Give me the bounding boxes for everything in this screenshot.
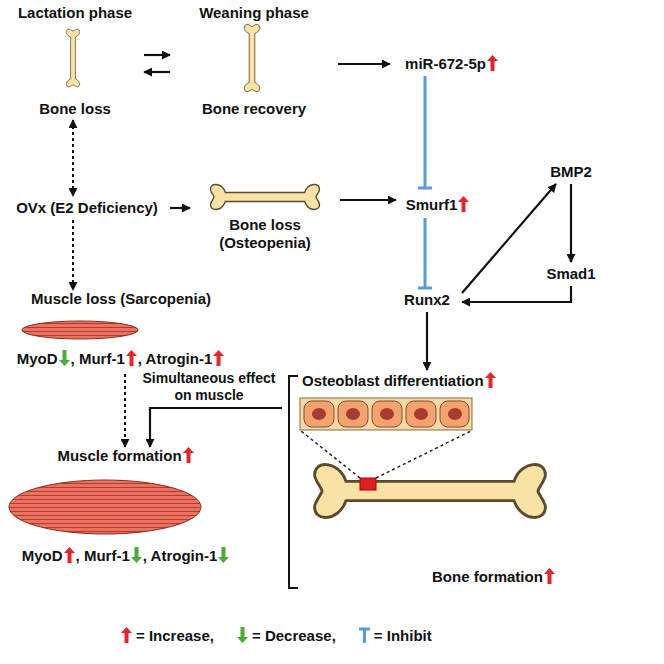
text-node: Muscle formationMyoD , Murf-1 , Atrogin-1 <box>2 447 250 569</box>
node-text: , Murf-1 <box>76 547 130 564</box>
zoom-lines <box>301 431 471 478</box>
dotted-arrow <box>72 120 74 196</box>
arrow-connector <box>570 184 572 262</box>
bracket <box>289 376 298 588</box>
node-text: Bone formation <box>432 568 543 585</box>
legend-item: = Decrease, <box>236 626 336 646</box>
text-node: miR-672-5p <box>390 52 514 76</box>
text-row: miR-672-5p <box>390 55 514 73</box>
arrow-connector <box>144 54 170 56</box>
legend-item: = Inhibit <box>358 626 432 646</box>
text-row: Smad1 <box>538 265 604 283</box>
text-node: Lactation phaseBone loss <box>6 4 144 120</box>
inhibit-connector <box>424 218 427 288</box>
node-text: Weaning phase <box>199 4 309 21</box>
node-text: Bone loss (Osteopenia) <box>219 216 311 251</box>
node-text: , Atrogin-1 <box>143 547 217 564</box>
inhibit-connector <box>424 76 427 188</box>
node-text: Lactation phase <box>18 4 132 21</box>
node-text: MyoD <box>17 350 58 367</box>
decrease-arrow <box>237 627 248 643</box>
text-row: MyoD , Murf-1 , Atrogin-1 <box>2 547 250 565</box>
node-text: , Murf-1 <box>71 350 125 367</box>
text-row: Smurf1 <box>396 196 480 214</box>
arrow-connector <box>426 312 428 370</box>
text-node: Muscle loss (Sarcopenia) MyoD , Murf-1 , At… <box>2 290 240 374</box>
text-node: Bone loss (Osteopenia) <box>190 176 340 252</box>
text-row: Osteoblast differentiation <box>302 372 497 390</box>
text-row: Muscle formation <box>2 447 250 465</box>
node-text: Bone loss <box>39 100 111 117</box>
increase-arrow <box>126 350 137 366</box>
text-node: Weaning phaseBone recovery <box>170 4 338 120</box>
arrow-connector <box>144 71 170 73</box>
arrow-connector <box>462 184 556 293</box>
increase-arrow <box>458 196 469 212</box>
legend-text: = Decrease, <box>252 627 336 644</box>
legend-text: = Increase, <box>136 627 214 644</box>
edge-label: Simultaneous effect on muscle <box>136 370 282 404</box>
node-text: Bone recovery <box>202 100 306 117</box>
node-text: miR-672-5p <box>405 55 486 72</box>
arrow-connector <box>338 63 390 65</box>
increase-arrow <box>213 350 224 366</box>
text-row: Bone formation <box>432 568 556 586</box>
bone-icon <box>66 29 79 87</box>
node-text: Smurf1 <box>406 196 458 213</box>
text-node: Osteoblast differentiationBone formation <box>282 370 660 592</box>
node-text: MyoD <box>22 547 63 564</box>
node-text: , Atrogin-1 <box>138 350 212 367</box>
text-row: Muscle loss (Sarcopenia) <box>2 290 240 308</box>
increase-arrow <box>487 55 498 71</box>
arrow-connector <box>462 286 571 302</box>
legend: = Increase, = Decrease, = Inhibit <box>120 626 454 646</box>
text-row: Lactation phase <box>6 4 144 22</box>
osteoblast-cells <box>300 398 472 430</box>
node-text: Runx2 <box>404 291 450 308</box>
text-row: Runx2 <box>392 291 462 309</box>
legend-text: = Inhibit <box>374 627 432 644</box>
node-text: Smad1 <box>546 265 595 282</box>
text-node: Smad1 <box>538 262 604 286</box>
node-text: BMP2 <box>550 163 592 180</box>
arrow-connector <box>150 408 282 447</box>
text-node: Smurf1 <box>396 188 480 218</box>
increase-arrow <box>183 447 194 463</box>
decrease-arrow <box>218 547 229 563</box>
increase-arrow <box>64 547 75 563</box>
increase-arrow <box>544 568 555 584</box>
decrease-arrow <box>131 547 142 563</box>
muscle-icon <box>22 321 138 339</box>
arrow-connector <box>170 207 190 209</box>
node-text: Muscle loss (Sarcopenia) <box>31 290 211 307</box>
text-row: Bone loss <box>6 100 144 118</box>
increase-arrow <box>121 627 132 643</box>
legend-item: = Increase, <box>120 626 214 646</box>
bone-icon <box>211 185 320 210</box>
bone-icon <box>244 24 259 91</box>
text-row: Bone loss (Osteopenia) <box>190 216 340 252</box>
inhibit-symbol <box>359 627 370 643</box>
bone-icon <box>315 465 546 518</box>
text-node: OVx (E2 Deficiency) <box>4 196 170 220</box>
text-row: OVx (E2 Deficiency) <box>4 199 170 217</box>
node-text: Osteoblast differentiation <box>302 372 484 389</box>
dotted-arrow <box>124 374 126 447</box>
decrease-arrow <box>59 350 70 366</box>
text-row: Bone recovery <box>170 100 338 118</box>
muscle-icon <box>9 480 201 534</box>
text-node: BMP2 <box>538 160 604 184</box>
text-row: MyoD , Murf-1 , Atrogin-1 <box>2 350 240 368</box>
zoom-square <box>360 478 376 490</box>
dotted-arrow <box>72 220 74 290</box>
text-row: BMP2 <box>538 163 604 181</box>
text-node: Runx2 <box>392 288 462 312</box>
node-text: OVx (E2 Deficiency) <box>16 199 158 216</box>
text-row: Weaning phase <box>170 4 338 22</box>
increase-arrow <box>485 372 496 388</box>
node-text: Muscle formation <box>57 447 181 464</box>
arrow-connector <box>340 199 396 201</box>
